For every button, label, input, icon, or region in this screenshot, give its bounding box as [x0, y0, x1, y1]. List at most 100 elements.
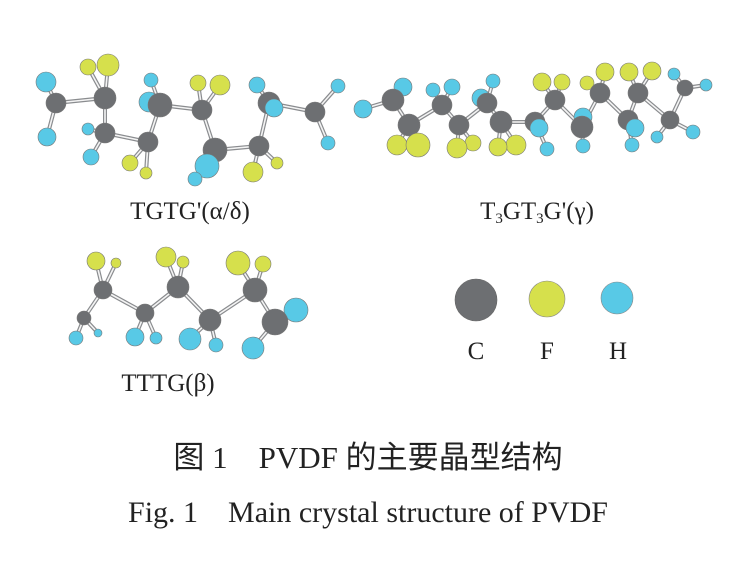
hydrogen-atom [35, 71, 57, 93]
hydrogen-atom [650, 130, 664, 144]
label-subscript: 3 [495, 211, 503, 227]
label-t3gt3g: T3GT3G'(γ) [480, 198, 594, 228]
carbon-atom [476, 92, 498, 114]
carbon-atom [248, 135, 270, 157]
fluorine-atom [121, 154, 139, 172]
carbon-atom [94, 122, 116, 144]
label-part: GT [502, 198, 537, 225]
fluorine-atom [96, 53, 120, 77]
fluorine-atom [488, 137, 508, 157]
carbon-atom [135, 303, 155, 323]
hydrogen-atom [283, 297, 309, 323]
hydrogen-atom [529, 118, 549, 138]
fluorine-atom [110, 257, 122, 269]
hydrogen-atom [68, 330, 84, 346]
legend-carbon-atom [454, 278, 498, 322]
carbon-atom [76, 310, 92, 326]
hydrogen-atom [330, 78, 346, 94]
carbon-atom [448, 114, 470, 136]
carbon-atom [589, 82, 611, 104]
carbon-atom [431, 94, 453, 116]
carbon-atom [627, 82, 649, 104]
hydrogen-atom [264, 98, 284, 118]
carbon-atom [147, 92, 173, 118]
hydrogen-atom [82, 148, 100, 166]
carbon-atom [191, 99, 213, 121]
fluorine-atom [270, 156, 284, 170]
fluorine-atom [254, 255, 272, 273]
hydrogen-atom [485, 73, 501, 89]
fluorine-atom [79, 58, 97, 76]
carbon-atom [660, 110, 680, 130]
carbon-atom [570, 115, 594, 139]
hydrogen-atom [539, 141, 555, 157]
hydrogen-atom [241, 336, 265, 360]
hydrogen-atom [425, 82, 441, 98]
fluorine-atom [642, 61, 662, 81]
label-subscript: 3 [536, 211, 544, 227]
carbon-atom [198, 308, 222, 332]
legend-fluorine-atom [528, 280, 566, 318]
fluorine-atom [155, 246, 177, 268]
fluorine-atom [532, 72, 552, 92]
fluorine-atom [619, 62, 639, 82]
carbon-atom [166, 275, 190, 299]
label-tgtg: TGTG'(α/δ) [130, 198, 250, 225]
fluorine-atom [579, 75, 595, 91]
fluorine-atom [242, 161, 264, 183]
hydrogen-atom [575, 138, 591, 154]
hydrogen-atom [37, 127, 57, 147]
hydrogen-atom [81, 122, 95, 136]
fluorine-atom [225, 250, 251, 276]
label-part: T [480, 198, 496, 225]
hydrogen-atom [208, 337, 224, 353]
hydrogen-atom [178, 327, 202, 351]
figure-caption-chinese: 图 1 PVDF 的主要晶型结构 [173, 440, 563, 475]
carbon-atom [544, 89, 566, 111]
carbon-atom [397, 113, 421, 137]
hydrogen-atom [667, 67, 681, 81]
hydrogen-atom [353, 99, 373, 119]
hydrogen-atom [625, 118, 645, 138]
fluorine-atom [86, 251, 106, 271]
carbon-atom [676, 79, 694, 97]
hydrogen-atom [443, 78, 461, 96]
fluorine-atom [139, 166, 153, 180]
carbon-atom [304, 101, 326, 123]
hydrogen-atom [125, 327, 145, 347]
fluorine-atom [209, 74, 231, 96]
fluorine-atom [176, 255, 190, 269]
hydrogen-atom [194, 153, 220, 179]
fluorine-atom [595, 62, 615, 82]
hydrogen-atom [248, 76, 266, 94]
carbon-atom [242, 277, 268, 303]
fluorine-atom [386, 134, 408, 156]
hydrogen-atom [143, 72, 159, 88]
label-part: G'(γ) [543, 198, 594, 225]
fluorine-atom [189, 74, 207, 92]
carbon-atom [93, 86, 117, 110]
hydrogen-atom [187, 171, 203, 187]
fluorine-atom [464, 134, 482, 152]
hydrogen-atom [624, 137, 640, 153]
legend-label-f: F [540, 338, 554, 365]
hydrogen-atom [320, 135, 336, 151]
carbon-atom [93, 280, 113, 300]
fluorine-atom [553, 73, 571, 91]
carbon-atom [381, 88, 405, 112]
carbon-atom [137, 131, 159, 153]
carbon-atom [489, 110, 513, 134]
hydrogen-atom [699, 78, 713, 92]
hydrogen-atom [685, 124, 701, 140]
legend-label-c: C [467, 338, 485, 365]
fluorine-atom [505, 134, 527, 156]
legend-hydrogen-atom [600, 281, 634, 315]
hydrogen-atom [93, 328, 103, 338]
figure-caption-english: Fig. 1 Main crystal structure of PVDF [128, 496, 608, 529]
hydrogen-atom [149, 331, 163, 345]
fluorine-atom [405, 132, 431, 158]
legend-label-h: H [608, 338, 628, 365]
label-tttg: TTTG(β) [121, 370, 215, 397]
carbon-atom [261, 308, 289, 336]
